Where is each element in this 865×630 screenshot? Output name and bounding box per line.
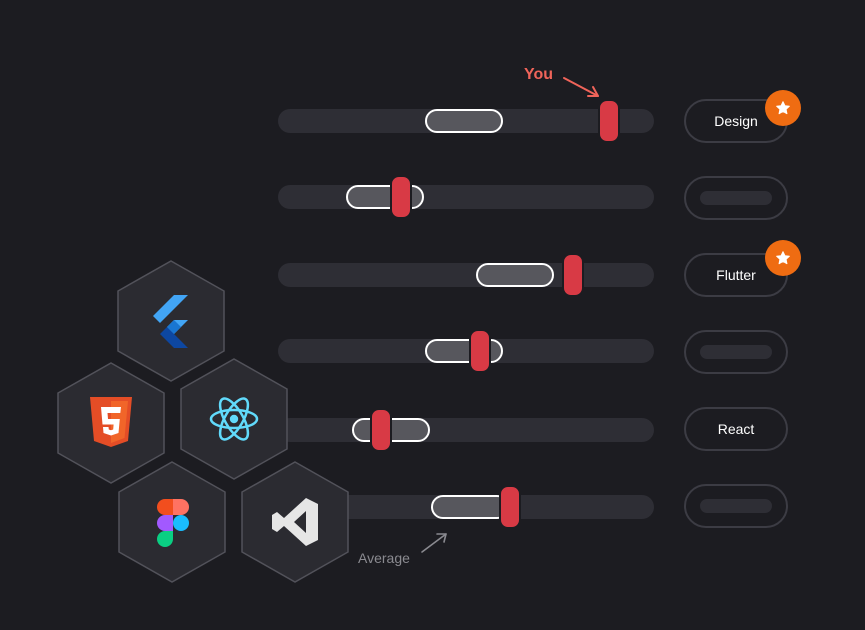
average-annotation-label: Average <box>358 550 410 566</box>
pill-placeholder <box>700 345 772 359</box>
skill-pill-react[interactable]: React <box>684 407 788 451</box>
you-marker[interactable] <box>562 253 584 297</box>
skill-pill-label: React <box>717 421 755 437</box>
average-marker <box>346 185 424 209</box>
average-marker <box>425 109 503 133</box>
pill-placeholder <box>700 499 772 513</box>
skill-pill-empty[interactable] <box>684 330 788 374</box>
you-marker[interactable] <box>390 175 412 219</box>
react-hex-tile[interactable] <box>179 357 289 481</box>
you-marker[interactable] <box>598 99 620 143</box>
figma-hex-tile[interactable] <box>117 460 227 584</box>
pill-placeholder <box>700 191 772 205</box>
you-arrow-icon <box>563 77 599 97</box>
you-marker[interactable] <box>370 408 392 452</box>
you-annotation-label: You <box>524 66 554 83</box>
skill-pill-label: Flutter <box>716 267 756 283</box>
skill-pill-empty[interactable] <box>684 176 788 220</box>
average-marker <box>431 495 509 519</box>
vscode-logo-icon <box>272 498 318 546</box>
skill-slider-1[interactable] <box>278 99 654 143</box>
average-arrow-icon <box>421 533 447 553</box>
figma-logo-icon <box>157 499 189 547</box>
html5-hex-tile[interactable] <box>56 361 166 485</box>
star-badge-icon <box>765 240 801 276</box>
star-badge-icon <box>765 90 801 126</box>
average-marker <box>425 339 503 363</box>
react-logo-icon <box>209 397 259 441</box>
skill-slider-3[interactable] <box>278 253 654 297</box>
flutter-logo-icon <box>153 295 188 348</box>
you-marker[interactable] <box>469 329 491 373</box>
skill-slider-4[interactable] <box>278 329 654 373</box>
skill-pill-label: Design <box>714 113 758 129</box>
vscode-hex-tile[interactable] <box>240 460 350 584</box>
html5-logo-icon <box>90 397 132 447</box>
skill-slider-5[interactable] <box>278 408 654 452</box>
skill-pill-empty[interactable] <box>684 484 788 528</box>
skill-slider-2[interactable] <box>278 175 654 219</box>
flutter-hex-tile[interactable] <box>116 259 226 383</box>
you-marker[interactable] <box>499 485 521 529</box>
average-marker <box>476 263 554 287</box>
